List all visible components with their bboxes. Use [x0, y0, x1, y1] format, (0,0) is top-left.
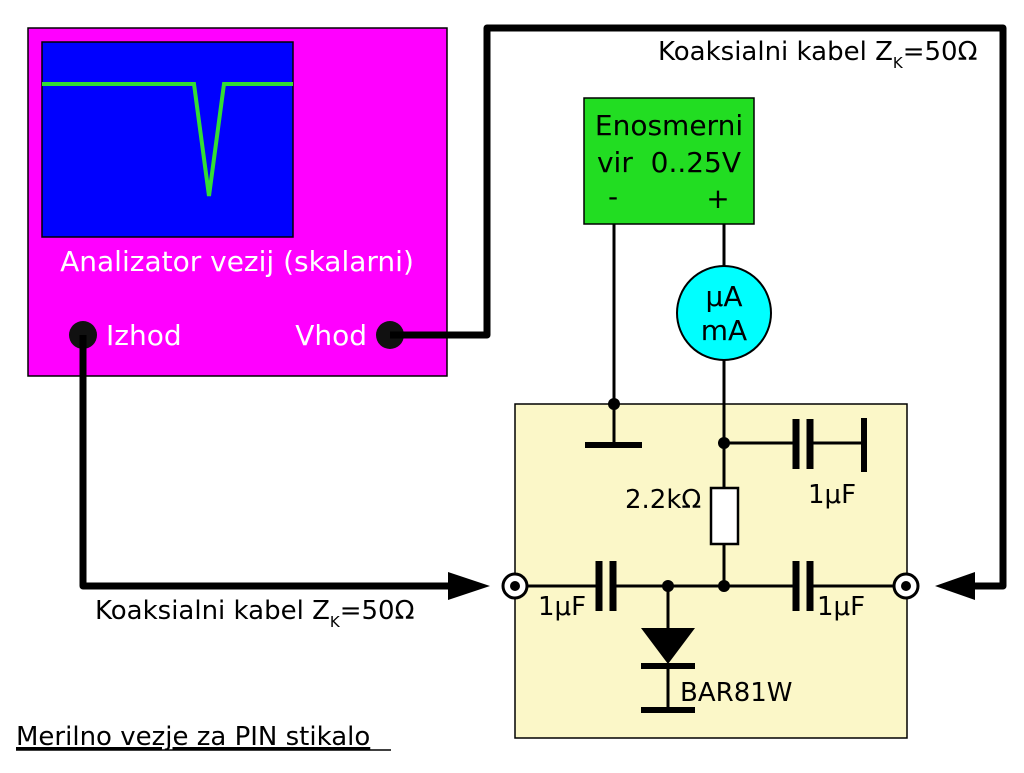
dc-source-box	[583, 97, 755, 225]
ammeter-label-ua: μA	[706, 280, 743, 313]
dc-power-source: Enosmerni vir 0..25V - +	[583, 97, 755, 225]
junction-resistor	[718, 580, 730, 592]
ammeter: μA mA	[676, 265, 772, 361]
coax-cable-feed	[79, 335, 450, 590]
analyzer-title: Analizator vezij (skalarni)	[60, 245, 414, 278]
circuit-board	[514, 403, 908, 739]
circuit-analyzer: Analizator vezij (skalarni) Izhod Vhod	[27, 27, 448, 377]
bias-resistor	[709, 486, 740, 546]
analyzer-screen	[41, 41, 294, 238]
output-cap-label: 1μF	[817, 592, 865, 622]
analyzer-input-label: Vhod	[295, 319, 367, 352]
diode-triangle	[641, 628, 695, 664]
bypass-cap-label: 1μF	[808, 480, 856, 510]
coax-label-top: Koaksialni kabel ZK=50Ω	[658, 37, 977, 72]
arrow-into-input-terminal	[448, 572, 490, 600]
arrow-into-output-terminal	[935, 572, 975, 600]
analyzer-output-label: Izhod	[106, 319, 182, 352]
diagram-caption: Merilno vezje za PIN stikalo	[16, 722, 370, 752]
dc-source-plus-label: +	[706, 182, 729, 215]
ammeter-label-ma: mA	[701, 314, 747, 347]
dc-source-range: vir 0..25V	[597, 146, 741, 179]
output-terminal-dot	[901, 581, 911, 591]
analyzer-trace	[42, 82, 293, 197]
resistor-label: 2.2kΩ	[625, 485, 701, 515]
diode-label: BAR81W	[680, 678, 792, 708]
input-terminal-dot	[510, 581, 520, 591]
junction-ground	[608, 398, 620, 410]
pin-diode: BAR81W	[641, 586, 792, 713]
dc-source-minus-label: -	[608, 180, 618, 213]
coax-cable-return	[390, 24, 1007, 590]
dc-source-title: Enosmerni	[595, 109, 743, 142]
coax-label-bottom: Koaksialni kabel ZK=50Ω	[95, 596, 414, 631]
input-cap-label: 1μF	[538, 592, 586, 622]
